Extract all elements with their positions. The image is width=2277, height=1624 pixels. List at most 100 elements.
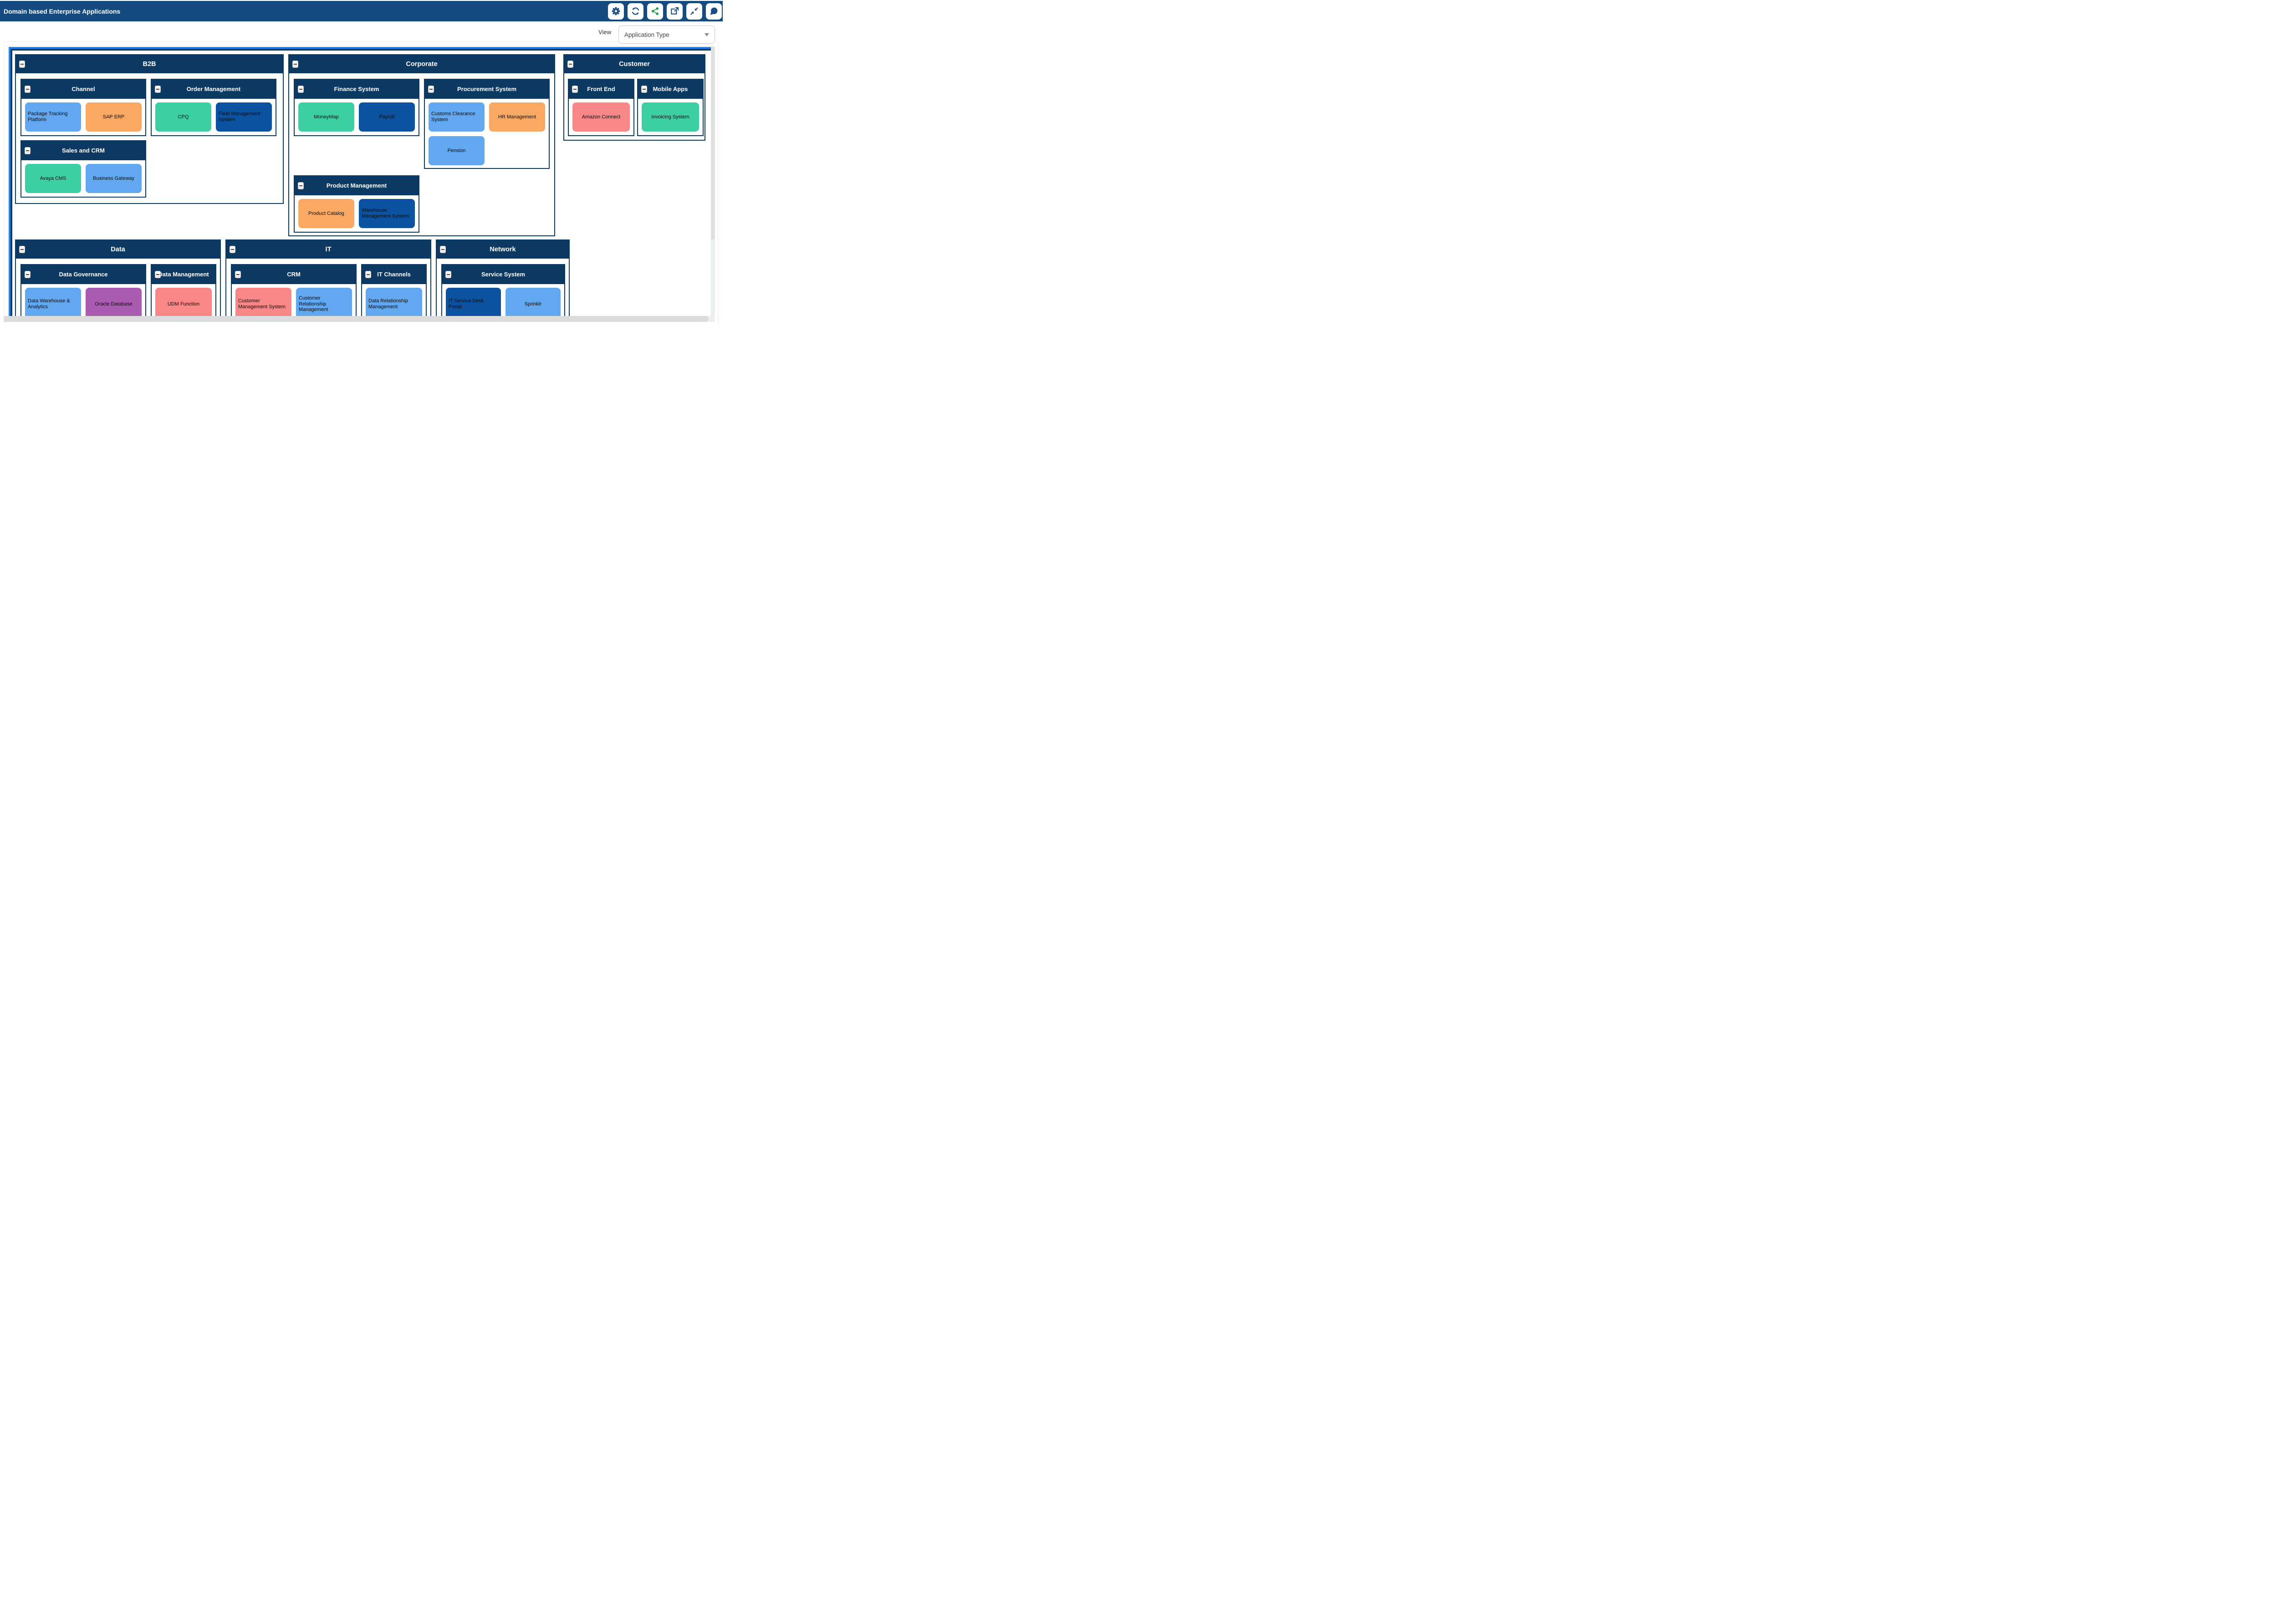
- domain-header-network: Network: [437, 240, 569, 259]
- domain-title: Customer: [619, 60, 650, 68]
- app-sap-erp[interactable]: SAP ERP: [86, 102, 142, 132]
- app-label: IT Service Desk Portal: [449, 298, 484, 310]
- collapse-button-finance-system[interactable]: [298, 86, 304, 93]
- gear-icon: [612, 7, 620, 15]
- collapse-button-mobile-apps[interactable]: [641, 86, 647, 93]
- view-type-dropdown[interactable]: Application Type: [618, 25, 715, 44]
- app-oracle-database[interactable]: Oracle Database: [86, 288, 142, 321]
- collapse-button-data-governance[interactable]: [25, 271, 31, 278]
- group-title: Procurement System: [457, 85, 517, 92]
- minus-icon: [26, 274, 29, 275]
- minus-icon: [20, 249, 24, 250]
- group-header-procurement-system: Procurement System: [425, 80, 549, 99]
- share-icon: [651, 7, 659, 15]
- collapse-button-front-end[interactable]: [572, 86, 578, 93]
- app-payroll[interactable]: Payroll: [359, 102, 415, 132]
- collapse-button-channel[interactable]: [25, 86, 31, 93]
- group-header-service-system: Service System: [442, 265, 564, 284]
- app-label: Package Tracking Platform: [28, 111, 68, 122]
- collapse-button-product-management[interactable]: [298, 182, 304, 189]
- app-customs-clearance-system[interactable]: Customs Clearance System: [429, 102, 485, 132]
- app-label: Warehouse Management System: [362, 208, 409, 219]
- app-cpq[interactable]: CPQ: [155, 102, 211, 132]
- apps-container: CPQ Fleet Management System: [152, 99, 276, 135]
- minus-icon: [573, 89, 577, 90]
- collapse-button-it-channels[interactable]: [365, 271, 371, 278]
- app-hr-management[interactable]: HR Management: [489, 102, 545, 132]
- apps-container: Data Relationship Management: [362, 284, 426, 322]
- open-external-button[interactable]: [667, 3, 683, 20]
- app-sprinklr[interactable]: Sprinklr: [505, 288, 561, 321]
- app-label: Fleet Management System: [219, 111, 260, 122]
- domain-header-corporate: Corporate: [289, 55, 554, 73]
- app-customer-management-system[interactable]: Customer Management System: [235, 288, 291, 321]
- app-warehouse-management-system[interactable]: Warehouse Management System: [359, 199, 415, 228]
- group-service-system: Service System IT Service Desk Portal Spri…: [441, 264, 565, 322]
- app-avaya-cms[interactable]: Avaya CMS: [25, 164, 81, 193]
- collapse-button-order-management[interactable]: [155, 86, 161, 93]
- share-button[interactable]: [647, 3, 663, 20]
- collapse-button-service-system[interactable]: [445, 271, 451, 278]
- collapse-button-it[interactable]: [230, 246, 235, 253]
- refresh-button[interactable]: [628, 3, 643, 20]
- vertical-scrollbar-thumb[interactable]: [711, 46, 715, 239]
- minus-icon: [20, 64, 24, 65]
- collapse-button-procurement-system[interactable]: [428, 86, 434, 93]
- collapse-view-button[interactable]: [686, 3, 702, 20]
- comments-button[interactable]: [706, 3, 722, 20]
- collapse-button-corporate[interactable]: [292, 61, 298, 68]
- minus-icon: [429, 89, 433, 90]
- group-header-crm: CRM: [232, 265, 356, 284]
- app-moneymap[interactable]: MoneyMap: [298, 102, 354, 132]
- app-invoicing-system[interactable]: Invoicing System: [642, 102, 699, 132]
- collapse-button-network[interactable]: [440, 246, 446, 253]
- app-amazon-connect[interactable]: Amazon Connect: [572, 102, 630, 132]
- group-header-data-management: Data Management: [152, 265, 215, 284]
- vertical-scrollbar[interactable]: [711, 46, 715, 316]
- minus-icon: [231, 249, 234, 250]
- app-label: Payroll: [379, 114, 395, 120]
- settings-button[interactable]: [608, 3, 624, 20]
- app-package-tracking-platform[interactable]: Package Tracking Platform: [25, 102, 81, 132]
- app-it-service-desk-portal[interactable]: IT Service Desk Portal: [446, 288, 501, 321]
- horizontal-scrollbar[interactable]: [4, 316, 715, 322]
- minus-icon: [299, 89, 302, 90]
- collapse-button-data[interactable]: [19, 246, 25, 253]
- collapse-button-data-management[interactable]: [155, 271, 161, 278]
- minus-icon: [156, 89, 159, 90]
- horizontal-scrollbar-thumb[interactable]: [4, 316, 709, 322]
- group-header-data-governance: Data Governance: [21, 265, 145, 284]
- minus-icon: [441, 249, 444, 250]
- app-product-catalog[interactable]: Product Catalog: [298, 199, 354, 228]
- group-header-sales-and-crm: Sales and CRM: [21, 141, 145, 160]
- app-udm-function[interactable]: UDM Function: [155, 288, 212, 321]
- app-customer-relationship-management[interactable]: Customer Relationship Management: [296, 288, 352, 321]
- group-title: Mobile Apps: [653, 85, 688, 92]
- app-fleet-management-system[interactable]: Fleet Management System: [216, 102, 272, 132]
- collapse-button-b2b[interactable]: [19, 61, 25, 68]
- app-pension[interactable]: Pension: [429, 136, 485, 165]
- apps-container: Amazon Connect: [569, 99, 633, 135]
- collapse-button-sales-and-crm[interactable]: [25, 147, 31, 154]
- app-data-warehouse-analytics[interactable]: Data Warehouse & Analytics: [25, 288, 81, 321]
- collapse-button-crm[interactable]: [235, 271, 241, 278]
- domain-header-data: Data: [16, 240, 220, 259]
- app-data-relationship-management[interactable]: Data Relationship Management: [366, 288, 422, 321]
- compress-arrows-icon: [690, 7, 698, 15]
- group-header-finance-system: Finance System: [295, 80, 419, 99]
- app-business-gateway[interactable]: Business Gateway: [86, 164, 142, 193]
- group-header-front-end: Front End: [569, 80, 633, 99]
- collapse-button-customer[interactable]: [567, 61, 573, 68]
